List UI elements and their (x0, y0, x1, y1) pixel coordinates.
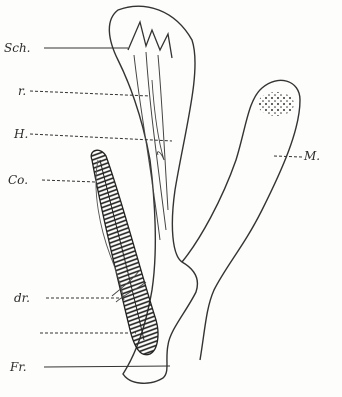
leader-m (274, 156, 302, 157)
label-co: Co. (8, 174, 28, 186)
inner-tube-right (158, 55, 168, 210)
club-organ-outline (182, 80, 300, 360)
club-organ-tip-texture (258, 92, 294, 116)
label-r: r. (18, 85, 26, 97)
toothed-rim (128, 22, 172, 58)
label-m: M. (304, 150, 320, 162)
hatched-body-outline (91, 150, 158, 355)
leader-co (42, 180, 96, 182)
inner-tube-mid (146, 52, 166, 230)
label-dr: dr. (14, 292, 30, 304)
leader-fr (44, 366, 170, 367)
label-h: H. (14, 128, 28, 140)
label-fr: Fr. (10, 361, 27, 373)
label-sch: Sch. (4, 42, 30, 54)
leader-h (30, 134, 172, 141)
hatched-body-mid-line (100, 160, 144, 340)
